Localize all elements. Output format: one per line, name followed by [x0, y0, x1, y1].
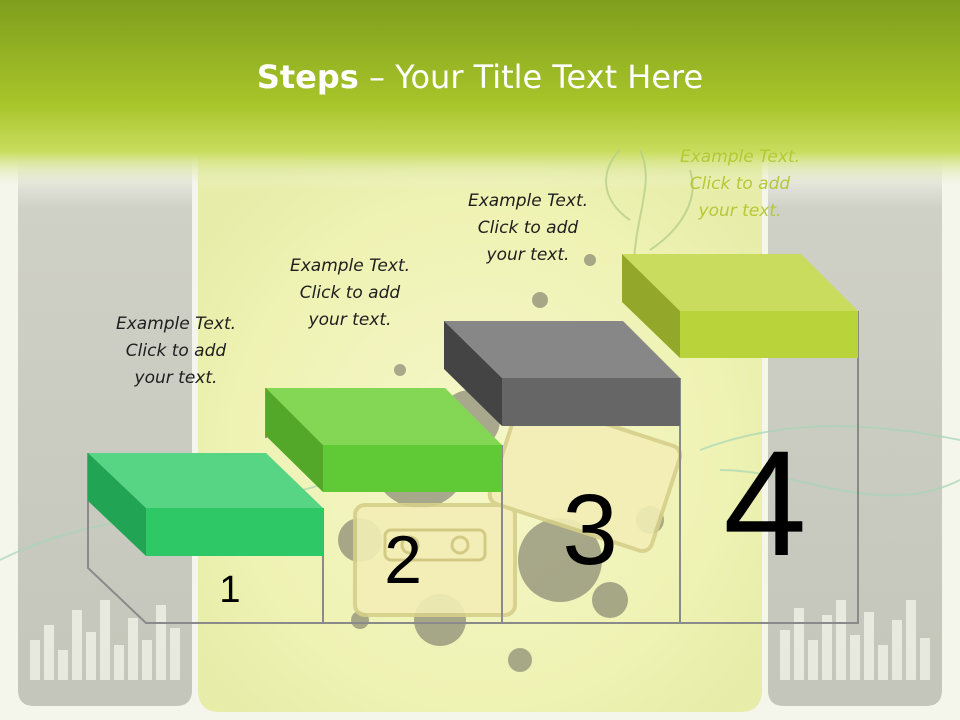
slide-title[interactable]: Steps – Your Title Text Here — [0, 52, 960, 102]
step-1-caption[interactable]: Example Text. Click to add your text. — [86, 311, 266, 392]
step-2-caption[interactable]: Example Text. Click to add your text. — [260, 253, 440, 334]
step-4-block[interactable] — [622, 254, 858, 358]
step-1-block[interactable] — [88, 453, 323, 556]
title-text: – Your Title Text Here — [358, 58, 704, 96]
step-2-block[interactable] — [266, 388, 502, 492]
title-bold: Steps — [256, 58, 359, 96]
step-3-block[interactable] — [444, 321, 680, 426]
step-4-frame — [679, 311, 859, 624]
step-3-caption[interactable]: Example Text. Click to add your text. — [438, 188, 618, 269]
caption-line: Example Text. — [115, 314, 237, 334]
caption-line: your text. — [308, 310, 392, 330]
caption-line: your text. — [134, 368, 218, 388]
caption-line: Click to add — [477, 218, 579, 238]
step-4-caption[interactable]: Example Text. Click to add your text. — [650, 144, 830, 225]
step-3-number: 3 — [562, 474, 618, 586]
caption-line: Click to add — [689, 174, 791, 194]
caption-line: Click to add — [299, 283, 401, 303]
caption-line: Example Text. — [679, 147, 801, 167]
caption-line: Example Text. — [467, 191, 589, 211]
step-1-number: 1 — [219, 569, 241, 611]
step-4-number: 4 — [723, 419, 807, 587]
caption-line: your text. — [698, 201, 782, 221]
caption-line: Click to add — [125, 341, 227, 361]
caption-line: Example Text. — [289, 256, 411, 276]
step-2-number: 2 — [384, 522, 422, 598]
caption-line: your text. — [486, 245, 570, 265]
